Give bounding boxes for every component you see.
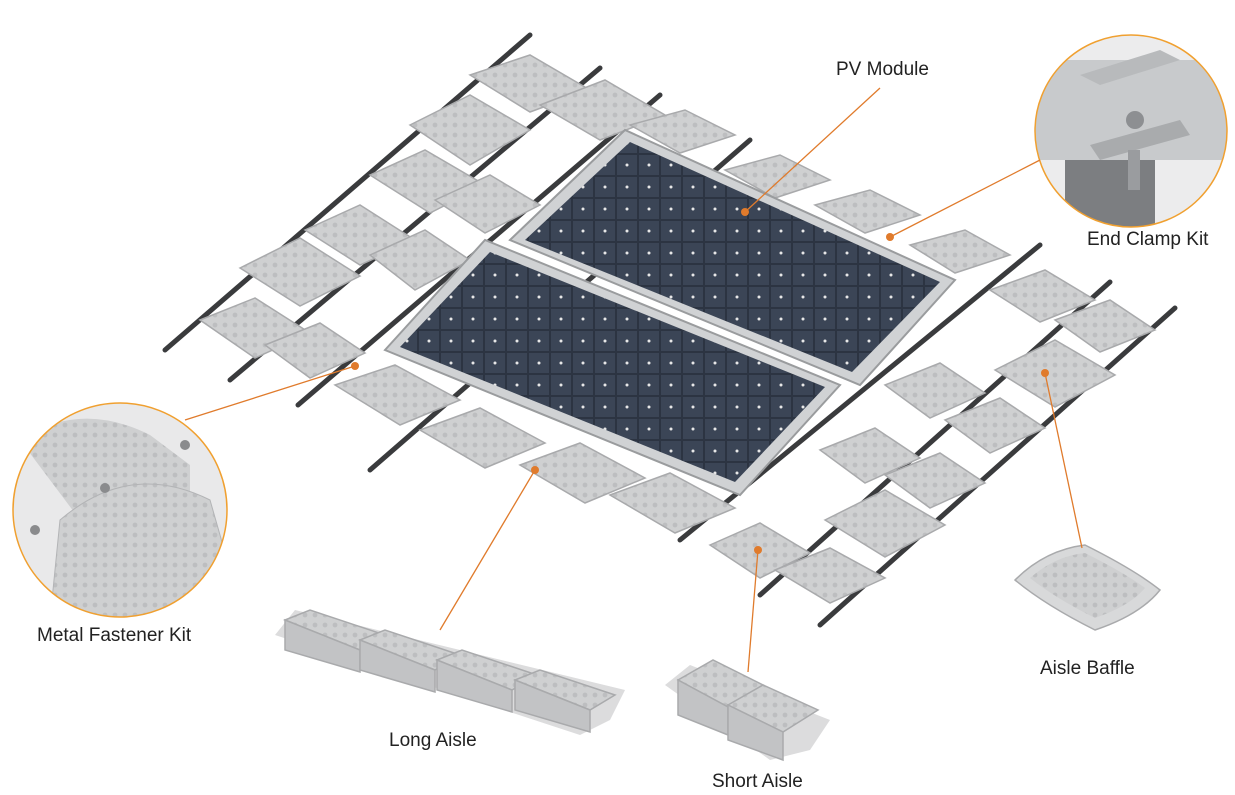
label-end-clamp-kit: End Clamp Kit xyxy=(1087,229,1209,250)
float xyxy=(238,237,362,307)
float xyxy=(908,229,1012,274)
aisle-baffle-component xyxy=(1013,544,1162,631)
end-clamp-callout xyxy=(1034,34,1228,228)
leader-lines xyxy=(184,87,1083,673)
rail xyxy=(817,305,1178,628)
metal-fastener-callout xyxy=(12,402,228,618)
leader-dot xyxy=(741,208,749,216)
leader-end-clamp xyxy=(889,159,1041,238)
short-aisle-component xyxy=(665,659,830,762)
leader-dot xyxy=(754,546,762,554)
label-metal-fastener-kit: Metal Fastener Kit xyxy=(37,625,192,646)
leader-pv-module xyxy=(744,87,881,213)
leader-dot xyxy=(886,233,894,241)
float xyxy=(284,618,361,674)
float xyxy=(943,397,1047,454)
floats-right xyxy=(628,109,1157,558)
float xyxy=(359,638,436,694)
label-pv-module: PV Module xyxy=(836,59,929,80)
float xyxy=(813,189,922,234)
float xyxy=(818,427,922,484)
long-aisle-component xyxy=(275,609,625,735)
pv-module-lower xyxy=(383,238,842,497)
leader-long-aisle xyxy=(439,469,536,631)
float xyxy=(514,678,591,734)
float xyxy=(418,407,547,469)
leader-short-aisle xyxy=(747,549,759,673)
float xyxy=(993,339,1117,408)
float xyxy=(723,154,832,199)
label-long-aisle: Long Aisle xyxy=(389,730,477,751)
float xyxy=(883,452,987,509)
floats-bottom xyxy=(333,364,887,604)
float-array xyxy=(162,32,1178,628)
leader-dot xyxy=(531,466,539,474)
float xyxy=(433,174,542,234)
float xyxy=(408,94,532,166)
callout-ring xyxy=(1034,34,1228,228)
rail xyxy=(757,279,1113,598)
label-short-aisle: Short Aisle xyxy=(712,771,803,792)
rail xyxy=(162,32,533,353)
callout-ring xyxy=(12,402,228,618)
float xyxy=(263,322,367,379)
leader-metal-fastener xyxy=(184,365,356,421)
float xyxy=(333,364,462,426)
float xyxy=(518,442,647,504)
float xyxy=(773,547,887,604)
float xyxy=(727,703,784,762)
float xyxy=(988,269,1097,323)
leader-aisle-baffle xyxy=(1044,372,1083,549)
float xyxy=(608,472,737,534)
leader-dot xyxy=(351,362,359,370)
float xyxy=(823,489,947,558)
float xyxy=(883,362,987,419)
float xyxy=(628,109,737,154)
label-aisle-baffle: Aisle Baffle xyxy=(1040,658,1135,679)
pv-module-upper xyxy=(508,128,957,387)
float xyxy=(1053,299,1157,353)
float xyxy=(436,658,513,714)
leader-dot xyxy=(1041,369,1049,377)
